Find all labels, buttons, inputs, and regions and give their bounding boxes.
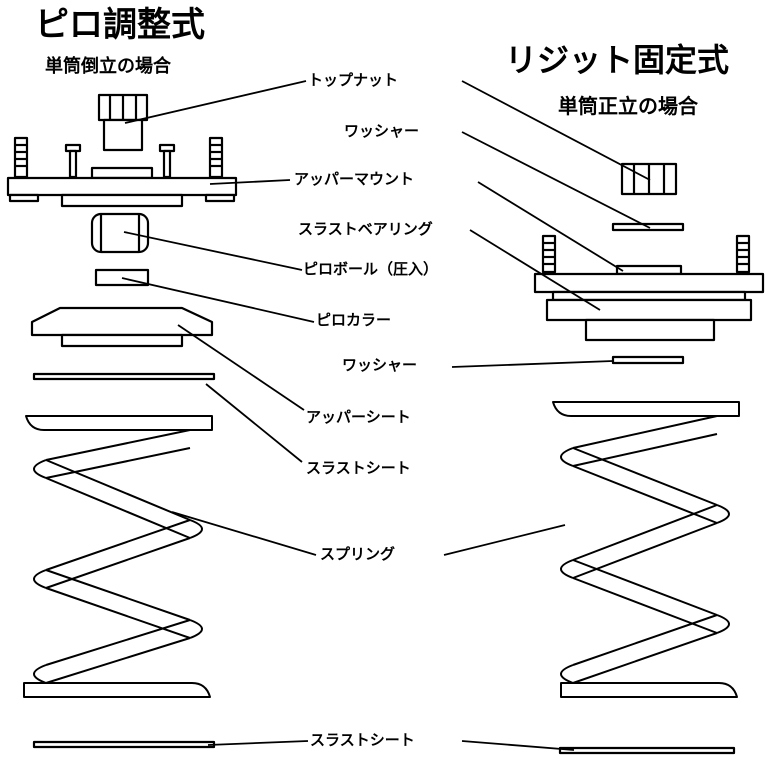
left-thrust-sheet-mid [32,372,216,381]
label-upper-seat: アッパーシート [306,408,411,426]
spring-coil [33,664,47,684]
spring-coil [45,537,191,589]
left-title: ピロ調整式 [35,5,205,45]
right-upper-mount [533,234,765,294]
spring-coil [45,477,191,539]
label-washer-lower: ワッシャー [342,356,418,374]
spring-coil [572,614,718,666]
spring-coil [572,447,718,506]
right-title: リジット固定式 [505,41,730,79]
spring-coil [560,559,574,579]
left-spring [23,415,213,698]
label-spring: スプリング [320,545,396,563]
spring-coil [560,447,574,467]
spring-coil [33,459,47,479]
spring-coil [45,587,191,639]
left-top-nut [97,93,149,152]
spring-coil [45,459,191,521]
label-pillow-collar: ピロカラー [316,311,392,329]
spring-coil [572,504,718,561]
spring-coil [572,577,718,634]
spring-coil [45,519,191,571]
spring-coil [560,664,574,684]
left-thrust-sheet-bottom [32,740,216,749]
label-washer-upper: ワッシャー [344,122,420,140]
left-upper-mount [6,136,238,208]
right-spring [552,401,740,698]
label-top-nut: トップナット [308,71,399,89]
spring-coil [45,447,191,479]
spring-coil [45,429,191,461]
label-thrust-bearing: スラストベアリング [298,220,433,238]
spring-coil [716,614,730,634]
right-thrust-sheet-bottom [558,746,736,755]
spring-coil [572,465,718,524]
label-thrust-sheet-mid: スラストシート [306,459,411,477]
label-upper-mount: アッパーマウント [294,170,415,188]
left-pillow-ball [90,212,150,254]
left-upper-seat [30,306,214,348]
right-thrust-bearing [545,290,753,342]
spring-coil [189,519,203,539]
spring-coil [45,569,191,621]
spring-coil [572,559,718,616]
spring-coil [189,619,203,639]
spring-coil [572,522,718,579]
spring-coil [33,569,47,589]
spring-coil [716,504,730,524]
spring-coil [45,619,191,666]
leader-lines [121,80,651,751]
label-pillow-ball: ピロボール（圧入） [303,260,439,278]
spring-coil [572,415,718,449]
right-subtitle: 単筒正立の場合 [558,94,698,118]
spring-coil [572,433,718,467]
spring-coil [572,632,718,684]
spring-coil [45,637,191,684]
left-subtitle: 単筒倒立の場合 [45,56,171,77]
right-washer-lower [611,355,685,365]
label-thrust-sheet-bottom: スラストシート [310,731,415,749]
